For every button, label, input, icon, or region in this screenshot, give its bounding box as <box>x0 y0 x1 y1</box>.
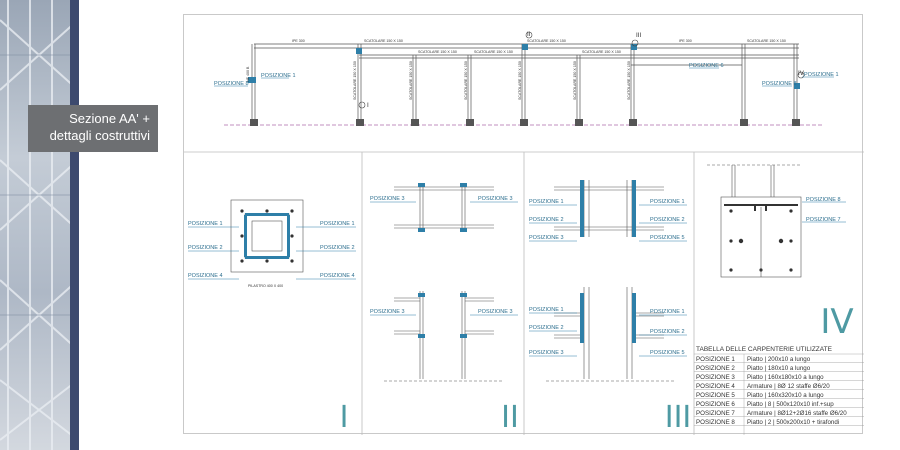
callout-label: POSIZIONE 3 <box>370 196 405 202</box>
column-label: SCATOLARE 150 X 150 <box>518 61 522 100</box>
column-label: HE 400 B <box>246 66 250 82</box>
table-cell: POSIZIONE 4 <box>696 383 735 390</box>
detail-numeral: III <box>665 400 692 435</box>
detail-marker: II <box>527 31 531 38</box>
table-cell: Piatto | 200x10 a lungo <box>747 356 811 363</box>
beam-label: IPE 300 <box>679 39 692 43</box>
table-cell: Piatto | 2 | 500x200x10 + tirafondi <box>747 419 839 426</box>
callout-label: POSIZIONE 1 <box>804 72 839 78</box>
materials-table: TABELLA DELLE CARPENTERIE UTILIZZATE POS… <box>694 346 864 435</box>
section-title-line-1: Sezione AA' + <box>69 111 150 126</box>
beam-label: SCATOLARE 150 X 150 <box>474 50 513 54</box>
callout-label: POSIZIONE 5 <box>650 350 685 356</box>
table-cell: Armature | 8Ø 12 staffe Ø6/20 <box>747 383 830 390</box>
beam-label: SCATOLARE 150 X 150 <box>418 50 457 54</box>
callout-label: POSIZIONE 8 <box>806 197 841 203</box>
table-cell: Armature | 8Ø12+2Ø16 staffe Ø6/20 <box>747 410 847 417</box>
beam-label: SCATOLARE 150 X 150 <box>527 39 566 43</box>
callout-label: POSIZIONE 3 <box>478 196 513 202</box>
detail-II: POSIZIONE 3 POSIZIONE 3 POSIZIONE 3 POSI… <box>370 183 519 435</box>
callout-label: POSIZIONE 2 <box>320 245 355 251</box>
callout-label: POSIZIONE 2 <box>650 329 685 335</box>
column-label: SCATOLARE 150 X 150 <box>353 61 357 100</box>
table-cell: Piatto | 160x180x10 a lungo <box>747 374 824 381</box>
callout-label: POSIZIONE 2 <box>529 217 564 223</box>
callout-label: POSIZIONE 3 <box>529 235 564 241</box>
callout-label: POSIZIONE 4 <box>320 273 355 279</box>
detail-I: POSIZIONE 1 POSIZIONE 2 POSIZIONE 4 POSI… <box>188 199 356 435</box>
table-cell: POSIZIONE 5 <box>696 392 735 399</box>
column-label: SCATOLARE 150 X 150 <box>627 61 631 100</box>
column-label: SCATOLARE 150 X 150 <box>464 61 468 100</box>
callout-label: POSIZIONE 3 <box>370 309 405 315</box>
callout-label: POSIZIONE 7 <box>806 217 841 223</box>
callout-label: POSIZIONE 2 <box>529 325 564 331</box>
detail-caption: PILASTRO 400 X 400 <box>248 284 283 288</box>
callout-label: POSIZIONE 2 <box>650 217 685 223</box>
callout-label: POSIZIONE 1 <box>320 221 355 227</box>
table-cell: POSIZIONE 1 <box>696 356 735 363</box>
detail-numeral: I <box>340 400 349 435</box>
detail-IV: POSIZIONE 8 POSIZIONE 7 IV <box>707 164 854 342</box>
table-title: TABELLA DELLE CARPENTERIE UTILIZZATE <box>696 346 833 353</box>
callout-label: POSIZIONE 1 <box>529 307 564 313</box>
table-cell: POSIZIONE 6 <box>696 401 735 408</box>
table-cell: POSIZIONE 7 <box>696 410 735 417</box>
steel-structure-photo <box>0 0 78 450</box>
table-cell: Piatto | 8 | 500x120x10 inf.+sup <box>747 401 834 408</box>
callout-label: POSIZIONE 1 <box>650 309 685 315</box>
column-label: SCATOLARE 150 X 150 <box>573 61 577 100</box>
column-label: SCATOLARE 150 X 150 <box>409 61 413 100</box>
table-cell: Piatto | 160x320x10 a lungo <box>747 392 824 399</box>
callout-label: POSIZIONE 8 <box>214 81 249 87</box>
beam-label: SCATOLARE 150 X 150 <box>364 39 403 43</box>
table-cell: POSIZIONE 2 <box>696 365 735 372</box>
callout-label: POSIZIONE 2 <box>188 245 223 251</box>
elevation-section: IPE 300 SCATOLARE 150 X 150 SCATOLARE 15… <box>214 31 839 126</box>
callout-label: POSIZIONE 5 <box>650 235 685 241</box>
callout-label: POSIZIONE 1 <box>261 73 296 79</box>
beam-label: IPE 300 <box>292 39 305 43</box>
detail-marker: I <box>367 102 369 109</box>
section-title: Sezione AA' + dettagli costruttivi <box>28 105 158 152</box>
accent-stripe <box>70 0 79 450</box>
section-title-line-2: dettagli costruttivi <box>49 128 150 143</box>
table-cell: POSIZIONE 8 <box>696 419 735 426</box>
callout-label: POSIZIONE 1 <box>529 199 564 205</box>
callout-label: POSIZIONE 1 <box>650 199 685 205</box>
detail-numeral: IV <box>820 302 853 342</box>
callout-label: POSIZIONE 4 <box>188 273 223 279</box>
callout-label: POSIZIONE 1 <box>188 221 223 227</box>
technical-drawing: IPE 300 SCATOLARE 150 X 150 SCATOLARE 15… <box>184 31 864 435</box>
beam-label: SCATOLARE 150 X 150 <box>747 39 786 43</box>
detail-numeral: II <box>501 400 519 435</box>
callout-label: POSIZIONE 3 <box>478 309 513 315</box>
callout-label: POSIZIONE 6 <box>689 63 724 69</box>
detail-marker: III <box>636 32 642 39</box>
beam-label: SCATOLARE 150 X 150 <box>582 50 621 54</box>
detail-marker: IV <box>798 70 805 77</box>
detail-III: POSIZIONE 1 POSIZIONE 2 POSIZIONE 3 POSI… <box>529 180 691 435</box>
drawing-sheet: IPE 300 SCATOLARE 150 X 150 SCATOLARE 15… <box>183 14 864 435</box>
callout-label: POSIZIONE 8 <box>762 81 797 87</box>
table-cell: Piatto | 180x10 a lungo <box>747 365 811 372</box>
callout-label: POSIZIONE 3 <box>529 350 564 356</box>
table-cell: POSIZIONE 3 <box>696 374 735 381</box>
background-photo <box>0 0 78 450</box>
